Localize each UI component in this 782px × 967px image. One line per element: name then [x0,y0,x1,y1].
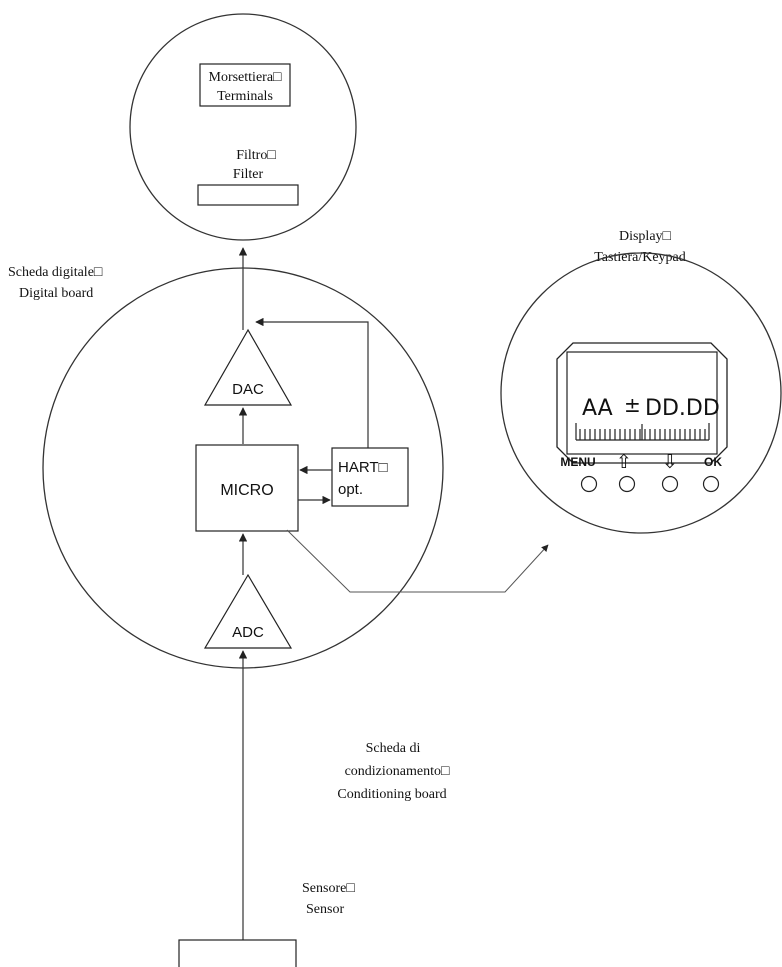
terminals-label-line1: Morsettiera□ [209,70,283,85]
adc-label: ADC [232,624,264,641]
menu-button-label: MENU [560,455,595,469]
lcd-reading-left: AA [582,396,613,421]
terminals-box [199,63,291,107]
conditioning-label-line1: Scheda di [366,741,421,756]
sensor-label-line1: Sensore□ [302,881,355,896]
display-label-line2: Tastiera/Keypad [594,250,686,265]
terminals-label-line2: Terminals [217,89,273,104]
lcd-bargraph [575,423,710,441]
sensor-box [178,939,297,967]
filter-label-line1: Filtro□ [236,148,276,163]
digital-board-label-line1: Scheda digitale□ [8,265,103,280]
hart-box [331,447,409,507]
hart-label-line1: HART□ [338,459,388,476]
lcd-reading-sign: ± [624,393,641,417]
down-button[interactable] [661,475,679,493]
down-arrow-icon: ⇩ [662,452,678,473]
dac-label: DAC [232,381,264,398]
arrow-micro-to-display [286,529,549,593]
menu-button[interactable] [580,475,598,493]
up-button[interactable] [618,475,636,493]
dac-triangle [203,328,293,406]
micro-box [195,444,299,532]
digital-board-label-line2: Digital board [19,286,93,301]
adc-triangle [203,573,293,649]
hart-label-line2: opt. [338,481,363,498]
conditioning-label-line2: condizionamento□ [345,764,450,779]
filter-box [197,184,299,206]
ok-button[interactable] [702,475,720,493]
lcd-reading-value: DD.DD [645,396,720,421]
sensor-label-line2: Sensor [306,902,344,917]
micro-label: MICRO [220,482,273,499]
display-label-line1: Display□ [619,229,672,244]
arrow-hart-to-dac [255,317,369,448]
filter-label-line2: Filter [233,167,264,182]
up-arrow-icon: ⇧ [616,452,632,473]
lcd-screen [566,351,718,455]
conditioning-label-line3: Conditioning board [337,787,446,802]
lcd-outer-frame [556,342,728,464]
display-circle [500,252,782,534]
ok-button-label: OK [704,455,722,469]
terminal-head-circle [129,13,357,241]
